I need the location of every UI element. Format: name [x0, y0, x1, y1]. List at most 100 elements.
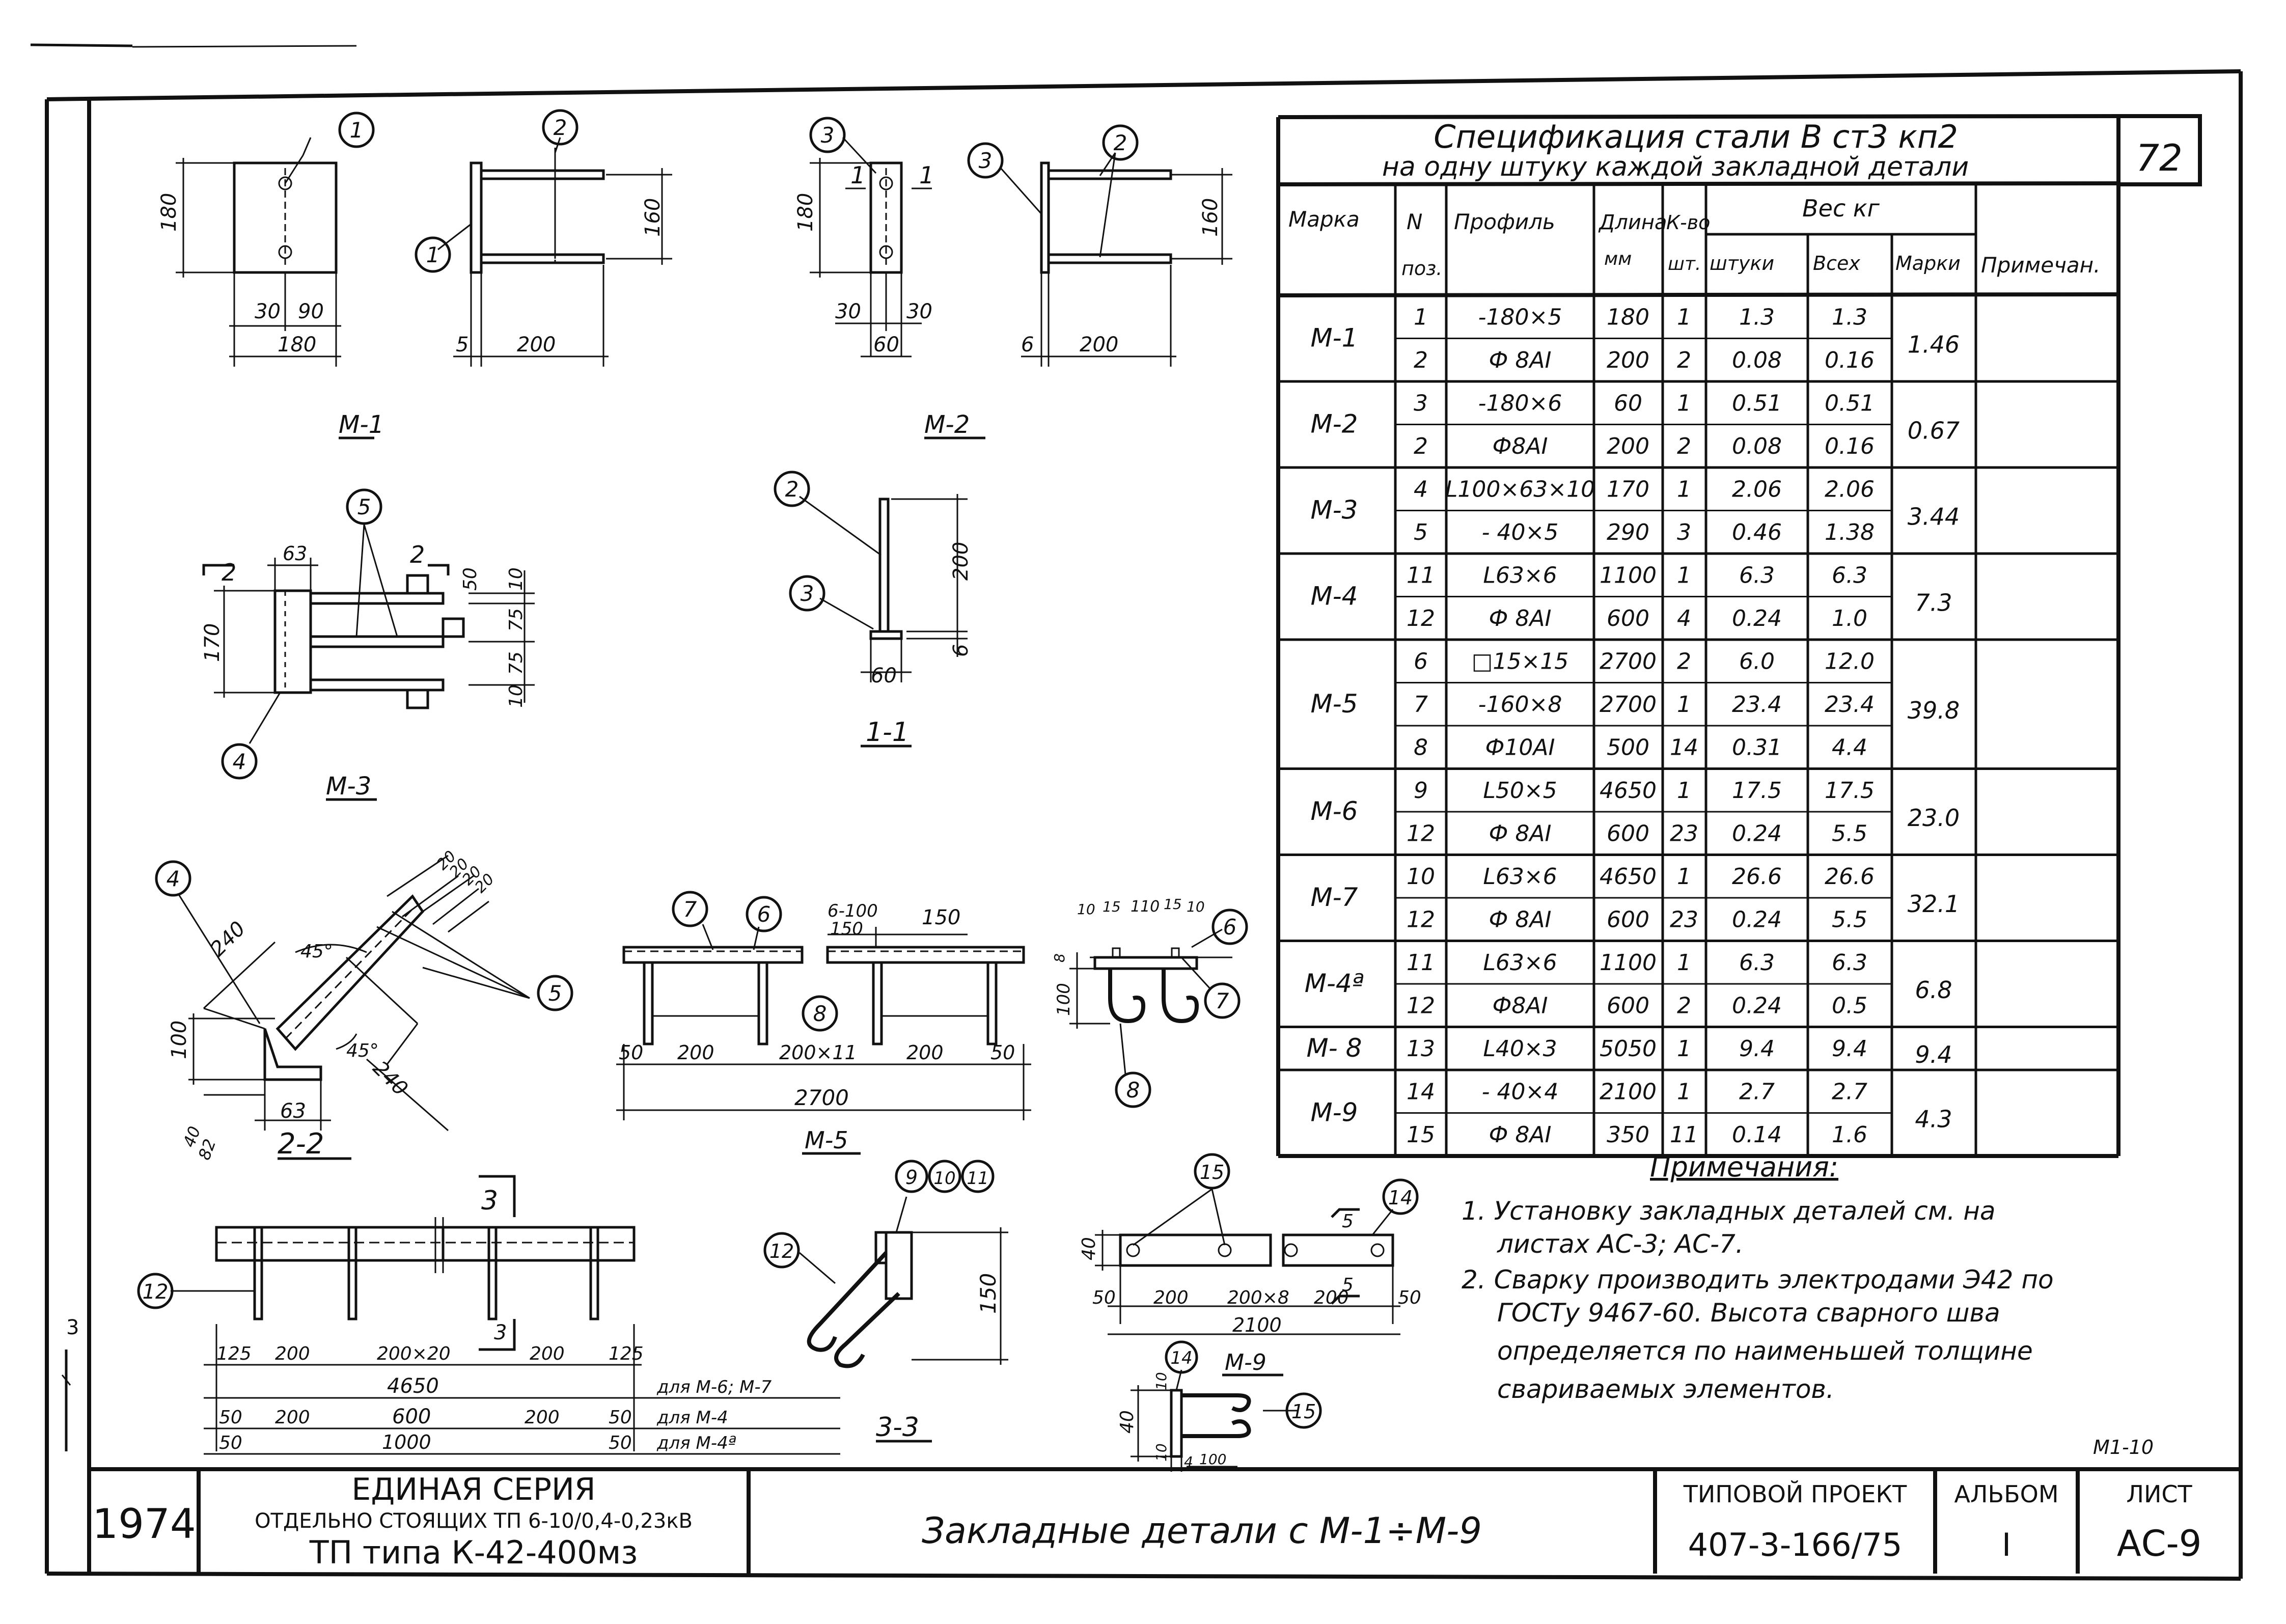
- spec-cell-w1: 0.24: [1732, 605, 1782, 631]
- spec-mark: М- 8: [1307, 1033, 1362, 1063]
- m9-section-mark-bottom: 5: [1342, 1275, 1354, 1296]
- m5-end-dim-100: 100: [1054, 983, 1074, 1016]
- spec-cell-w1: 0.24: [1732, 820, 1782, 846]
- svg-text:12: 12: [143, 1280, 169, 1304]
- s33-label: 3-3: [876, 1412, 919, 1443]
- spec-cell-w2: 2.06: [1825, 476, 1875, 502]
- spec-cell-pos: 10: [1407, 864, 1435, 890]
- spec-cell-length: 60: [1614, 390, 1642, 416]
- margin-smudge: [61, 1350, 71, 1451]
- m1-callout-1b: 1: [415, 236, 451, 273]
- m3-label: М-3: [326, 772, 371, 801]
- specification-table: [1276, 114, 2202, 1158]
- svg-text:8: 8: [1126, 1078, 1140, 1103]
- m5-dim-50b: 50: [990, 1041, 1015, 1064]
- spec-cell-length: 2700: [1600, 692, 1657, 718]
- spec-cell-pos: 2: [1414, 433, 1428, 459]
- m9-dim-200: 200: [1153, 1287, 1189, 1308]
- spec-cell-w2: 12.0: [1825, 648, 1875, 674]
- spec-cell-qty: 1: [1677, 476, 1691, 502]
- m9-label: М-9: [1225, 1350, 1266, 1375]
- s22-callout-4: 4: [155, 860, 191, 897]
- spec-cell-profile: - 40×4: [1482, 1079, 1559, 1105]
- spec-cell-qty: 1: [1677, 778, 1691, 804]
- title-series-line3: ТП типа К-42-400мз: [309, 1534, 638, 1571]
- m3-dim-50: 50: [460, 567, 481, 591]
- drawing-m1: [176, 137, 672, 439]
- spec-mark: М-7: [1311, 883, 1358, 912]
- svg-text:2: 2: [1114, 130, 1127, 155]
- m1-callout-1: 1: [338, 112, 375, 148]
- spec-cell-w1: 26.6: [1732, 864, 1782, 890]
- spec-cell-w1: 6.0: [1739, 648, 1775, 674]
- spec-cell-w1: 2.7: [1739, 1079, 1775, 1105]
- spec-cell-w2: 1.6: [1832, 1122, 1867, 1148]
- title-sheet-label: ЛИСТ: [2126, 1480, 2192, 1508]
- spec-cell-pos: 14: [1407, 1079, 1435, 1105]
- drawing-m5: [616, 924, 1232, 1155]
- m1-dim-160: 160: [641, 198, 665, 237]
- spec-cell-profile: Ф 8АI: [1489, 820, 1552, 846]
- svg-text:6: 6: [757, 902, 771, 927]
- title-album-label: АЛЬБОМ: [1954, 1480, 2058, 1508]
- m67-dim-125a: 125: [216, 1343, 252, 1364]
- m5-callout-6b: 6: [1211, 909, 1248, 945]
- spec-cell-w1: 17.5: [1732, 778, 1782, 804]
- spec-cell-pos: 5: [1414, 519, 1428, 545]
- spec-cell-w1: 2.06: [1732, 476, 1782, 502]
- spec-cell-w1: 0.24: [1732, 906, 1782, 932]
- m2-section-mark-right: 1: [919, 161, 934, 189]
- spec-cell-qty: 11: [1670, 1122, 1698, 1148]
- m2-callout-2: 2: [1102, 124, 1139, 161]
- spec-cell-length: 4650: [1600, 864, 1657, 890]
- m9-dim-50a: 50: [1092, 1287, 1116, 1308]
- header-weight: Вес кг: [1802, 195, 1880, 222]
- m5-callout-7b: 7: [1204, 982, 1241, 1019]
- header-pos-n: N: [1407, 209, 1422, 234]
- svg-text:14: 14: [1388, 1187, 1413, 1209]
- spec-cell-profile: -180×6: [1478, 390, 1562, 416]
- spec-cell-profile: Ф 8АI: [1489, 347, 1552, 373]
- spec-cell-pos: 12: [1407, 906, 1435, 932]
- title-year: 1974: [92, 1500, 196, 1548]
- s22-dim-63: 63: [280, 1099, 306, 1123]
- m1-label: М-1: [339, 410, 384, 439]
- s22-dim-angle-45b: 45°: [346, 1040, 379, 1061]
- spec-cell-pos: 11: [1407, 562, 1435, 588]
- m2-section-mark-left: 1: [850, 161, 865, 189]
- m2-dim-200: 200: [1080, 333, 1118, 356]
- spec-cell-w2: 9.4: [1832, 1036, 1867, 1062]
- title-project-label: ТИПОВОЙ ПРОЕКТ: [1683, 1480, 1907, 1508]
- spec-mark-total: 3.44: [1908, 503, 1960, 531]
- m9-section-dim-10b: 10: [1153, 1443, 1170, 1462]
- title-series-line1: ЕДИНАЯ СЕРИЯ: [351, 1472, 595, 1507]
- spec-cell-w1: 0.14: [1732, 1122, 1782, 1148]
- m67-dim-1000: 1000: [382, 1431, 431, 1453]
- spec-cell-profile: □15×15: [1472, 648, 1568, 674]
- spec-cell-profile: Ф 8АI: [1489, 1122, 1552, 1148]
- m5-end-dim-110: 110: [1131, 898, 1160, 916]
- s11-callout-3: 3: [789, 575, 825, 612]
- m9-section-dim-100: 100: [1199, 1451, 1226, 1468]
- spec-cell-qty: 23: [1670, 820, 1698, 846]
- m2-dim-180: 180: [794, 193, 817, 232]
- spec-cell-pos: 2: [1414, 347, 1428, 373]
- m3-dim-10b: 10: [506, 684, 527, 708]
- m3-dim-75a: 75: [506, 608, 527, 631]
- spec-cell-profile: Ф 8АI: [1489, 605, 1552, 631]
- spec-cell-profile: L63×6: [1483, 864, 1557, 890]
- header-pos: поз.: [1401, 257, 1442, 280]
- spec-mark-total: 1.46: [1908, 331, 1960, 359]
- m67-dim-50d: 50: [609, 1433, 632, 1453]
- svg-text:5: 5: [548, 981, 562, 1006]
- spec-cell-profile: Ф10АI: [1485, 734, 1555, 760]
- spec-cell-w1: 23.4: [1732, 692, 1782, 718]
- m67-dim-50a: 50: [219, 1407, 242, 1428]
- spec-title-line2: на одну штуку каждой закладной детали: [1382, 152, 1969, 182]
- spec-cell-length: 5050: [1600, 1036, 1657, 1062]
- m5-label: М-5: [805, 1126, 848, 1154]
- spec-mark: М-1: [1311, 323, 1358, 353]
- spec-cell-length: 170: [1607, 476, 1649, 502]
- m1-dim-5: 5: [456, 333, 469, 356]
